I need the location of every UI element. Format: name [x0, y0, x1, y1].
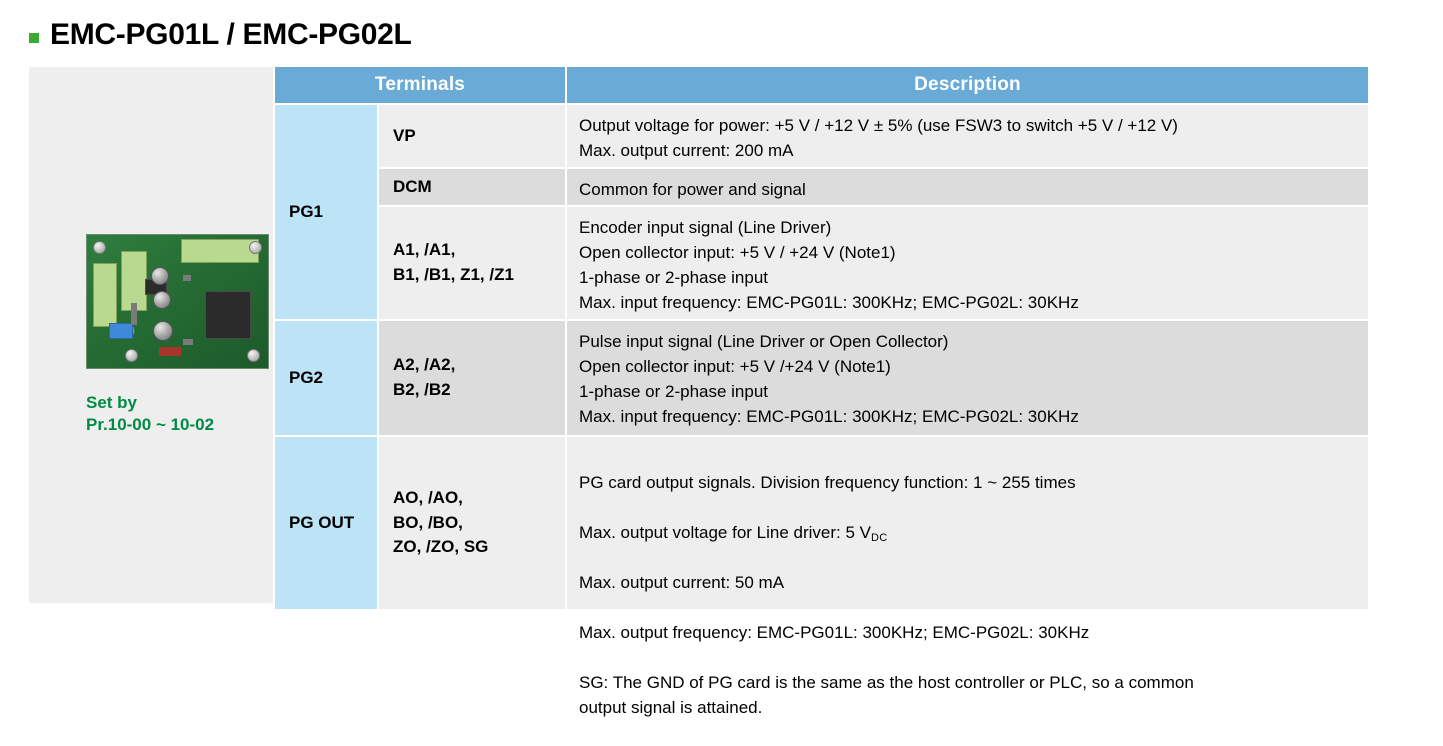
table-group-pg-out: PG OUT AO, /AO, BO, /BO, ZO, /ZO, SG PG …	[275, 437, 1368, 717]
terminal-name-dcm: DCM	[379, 169, 565, 205]
table-group-pg1: PG1 VP Output voltage for power: +5 V / …	[275, 105, 1368, 319]
table-row: DCM Common for power and signal	[379, 169, 1368, 205]
product-caption-line1: Set by	[86, 393, 138, 412]
table-row: A2, /A2, B2, /B2 Pulse input signal (Lin…	[379, 321, 1368, 435]
desc-line-4: Max. output frequency: EMC-PG01L: 300KHz…	[579, 622, 1090, 642]
terminal-name-ao: AO, /AO, BO, /BO, ZO, /ZO, SG	[379, 437, 565, 609]
desc-line-1: PG card output signals. Division frequen…	[579, 472, 1076, 492]
group-label-pg2: PG2	[275, 321, 377, 435]
spec-table: Terminals Description PG1 VP Output volt…	[275, 67, 1368, 717]
terminal-description-a2: Pulse input signal (Line Driver or Open …	[567, 321, 1368, 435]
pg-card-photo	[86, 234, 269, 369]
column-header-description: Description	[567, 67, 1368, 103]
terminal-description-vp: Output voltage for power: +5 V / +12 V ±…	[567, 105, 1368, 167]
terminal-description-ao: PG card output signals. Division frequen…	[567, 437, 1368, 717]
desc-line-5: SG: The GND of PG card is the same as th…	[579, 672, 1194, 717]
table-header-row: Terminals Description	[275, 67, 1368, 103]
group-label-pg-out: PG OUT	[275, 437, 377, 609]
terminal-name-a2: A2, /A2, B2, /B2	[379, 321, 565, 435]
product-caption: Set by Pr.10-00 ~ 10-02	[86, 392, 214, 437]
terminal-description-a1: Encoder input signal (Line Driver) Open …	[567, 207, 1368, 319]
product-caption-line2: Pr.10-00 ~ 10-02	[86, 415, 215, 435]
desc-line-2-subscript: DC	[871, 531, 888, 544]
page-title: EMC-PG01L / EMC-PG02L	[29, 20, 412, 50]
page-title-text: EMC-PG01L / EMC-PG02L	[50, 18, 412, 51]
terminal-name-a1: A1, /A1, B1, /B1, Z1, /Z1	[379, 207, 565, 319]
table-body: PG1 VP Output voltage for power: +5 V / …	[275, 105, 1368, 717]
table-group-pg2: PG2 A2, /A2, B2, /B2 Pulse input signal …	[275, 321, 1368, 435]
table-row: VP Output voltage for power: +5 V / +12 …	[379, 105, 1368, 167]
terminal-description-dcm: Common for power and signal	[567, 169, 1368, 205]
terminal-name-vp: VP	[379, 105, 565, 167]
group-label-pg1: PG1	[275, 105, 377, 319]
desc-line-3: Max. output current: 50 mA	[579, 572, 785, 592]
product-image-panel: Set by Pr.10-00 ~ 10-02	[29, 67, 273, 603]
spec-table-container: Set by Pr.10-00 ~ 10-02 Terminals Descri…	[29, 67, 1368, 717]
desc-line-2-text: Max. output voltage for Line driver: 5 V	[579, 522, 871, 542]
bullet-square-icon	[29, 33, 39, 43]
desc-line-2: Max. output voltage for Line driver: 5 V…	[579, 521, 1368, 546]
table-row: AO, /AO, BO, /BO, ZO, /ZO, SG PG card ou…	[379, 437, 1368, 717]
table-row: A1, /A1, B1, /B1, Z1, /Z1 Encoder input …	[379, 207, 1368, 319]
column-header-terminals: Terminals	[275, 67, 565, 103]
